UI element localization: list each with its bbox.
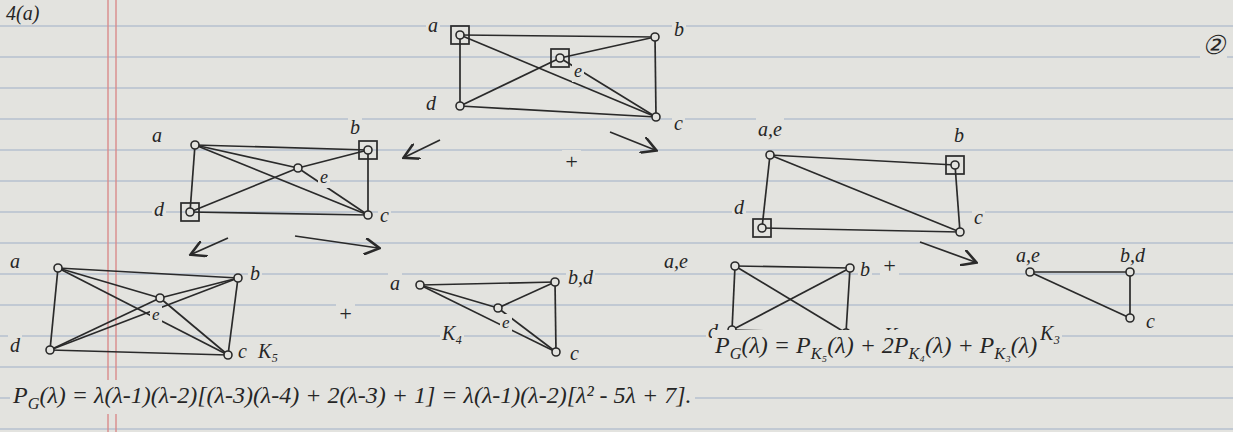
graph-label: e [150, 306, 162, 325]
graph-label: b [348, 116, 362, 138]
graph-label: d [424, 92, 438, 114]
formula-line: PG(λ) = PK₅(λ) + 2PK₄(λ) + PK₃(λ) [712, 330, 1040, 364]
graph-label: a [426, 14, 440, 36]
formula-subscript: K₄ [908, 344, 925, 363]
graph-label: a [150, 124, 164, 146]
graph-label: a,e [662, 250, 690, 272]
graph-label: c [378, 204, 391, 226]
formula-subscript: K₅ [811, 344, 828, 363]
graph-label: b [248, 262, 262, 284]
graph-label: + [562, 150, 581, 174]
graph-label: d [8, 334, 22, 356]
vertices [46, 31, 1134, 359]
graph-label: c [236, 340, 249, 362]
graph-label: K₄ [440, 322, 464, 344]
graph-label: a [388, 272, 402, 294]
formula-text: P [715, 332, 730, 358]
graph-label: c [672, 112, 685, 134]
graph-label: c [568, 342, 581, 364]
graph-label: c [972, 206, 985, 228]
graph-label: + [880, 254, 899, 278]
graph-label: b [858, 258, 872, 280]
formula-text: P [13, 382, 28, 408]
graph-label: e [500, 314, 512, 333]
graph-label: b [672, 18, 686, 40]
graph-label: K₅ [256, 340, 280, 362]
graph-label: e [572, 62, 584, 82]
graph-drawings [50, 26, 1130, 355]
graph-label: a [8, 250, 22, 272]
graph-label: 4(a) [4, 2, 41, 24]
formula-line: PG(λ) = λ(λ-1)(λ-2)[(λ-3)(λ-4) + 2(λ-3) … [10, 380, 695, 414]
graph-label: b,d [566, 266, 595, 288]
formula-text: (λ) [1011, 332, 1037, 358]
formula-subscript: G [730, 344, 742, 363]
graph-label: c [1144, 310, 1157, 332]
graph-label: e [318, 168, 330, 188]
formula-text: (λ) + 2P [827, 332, 908, 358]
graph-label: ② [1200, 32, 1227, 61]
graph-label: b [952, 124, 966, 146]
graph-label: a,e [756, 118, 784, 140]
graph-label: + [336, 302, 355, 326]
graph-label: K₃ [1038, 322, 1062, 344]
formula-subscript: K₃ [994, 344, 1011, 363]
graph-label: d [152, 198, 166, 220]
formula-text: (λ) = P [741, 332, 810, 358]
formula-subscript: G [28, 394, 40, 413]
graph-label: a,e [1014, 244, 1042, 266]
ruled-lines [0, 26, 1233, 429]
graph-label: d [732, 196, 746, 218]
formula-text: (λ) = λ(λ-1)(λ-2)[(λ-3)(λ-4) + 2(λ-3) + … [39, 382, 691, 408]
formula-text: (λ) + P [925, 332, 994, 358]
graph-label: b,d [1118, 244, 1147, 266]
margin-lines [108, 0, 116, 432]
